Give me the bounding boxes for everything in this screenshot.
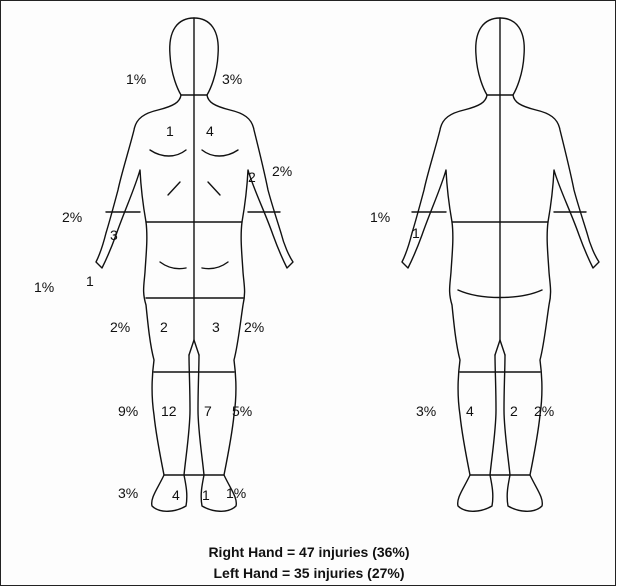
front-left-shin-count: 7 xyxy=(204,403,212,419)
back-body-outline-right xyxy=(504,95,599,511)
left-hand-summary: Left Hand = 35 injuries (27%) xyxy=(0,565,618,581)
front-chest-right xyxy=(202,150,238,156)
front-forearm-count: 3 xyxy=(110,227,118,243)
front-left-foot-count: 1 xyxy=(202,487,210,503)
front-head-right-pct: 3% xyxy=(222,71,242,87)
front-left-thigh-count: 3 xyxy=(212,319,220,335)
front-chest-left-count: 1 xyxy=(166,123,174,139)
front-left-thigh-pct: 2% xyxy=(244,319,264,335)
front-groin-left xyxy=(160,262,186,269)
front-body-outline-right xyxy=(198,95,293,511)
front-body-figure xyxy=(96,18,293,511)
front-hand-count: 1 xyxy=(86,273,94,289)
front-right-foot-pct: 3% xyxy=(118,485,138,501)
front-right-shin-pct: 9% xyxy=(118,403,138,419)
back-body-outline-left xyxy=(402,95,496,511)
front-right-thigh-pct: 2% xyxy=(110,319,130,335)
front-groin-right xyxy=(202,262,228,269)
front-chest-right-count: 4 xyxy=(206,123,214,139)
front-upper-arm-pct: 2% xyxy=(272,163,292,179)
front-ab-left xyxy=(168,182,180,195)
front-upper-arm-count: 2 xyxy=(248,169,256,185)
front-right-shin-count: 12 xyxy=(161,403,177,419)
right-hand-summary: Right Hand = 47 injuries (36%) xyxy=(0,544,618,560)
back-left-shin-count: 4 xyxy=(466,403,474,419)
front-right-thigh-count: 2 xyxy=(160,319,168,335)
back-forearm-pct: 1% xyxy=(370,209,390,225)
front-right-foot-count: 4 xyxy=(172,487,180,503)
back-body-figure xyxy=(402,18,599,511)
front-ab-right xyxy=(208,182,220,195)
front-forearm-pct: 2% xyxy=(62,209,82,225)
back-crotch xyxy=(495,340,505,355)
front-head-left-pct: 1% xyxy=(126,71,146,87)
front-hand-pct: 1% xyxy=(34,279,54,295)
front-body-outline-left xyxy=(96,95,190,511)
front-crotch xyxy=(189,340,199,355)
front-left-shin-pct: 5% xyxy=(232,403,252,419)
back-right-shin-count: 2 xyxy=(510,403,518,419)
back-right-shin-pct: 2% xyxy=(534,403,554,419)
front-chest-left xyxy=(150,150,186,156)
back-left-shin-pct: 3% xyxy=(416,403,436,419)
back-forearm-count: 1 xyxy=(412,225,420,241)
front-left-foot-pct: 1% xyxy=(226,485,246,501)
